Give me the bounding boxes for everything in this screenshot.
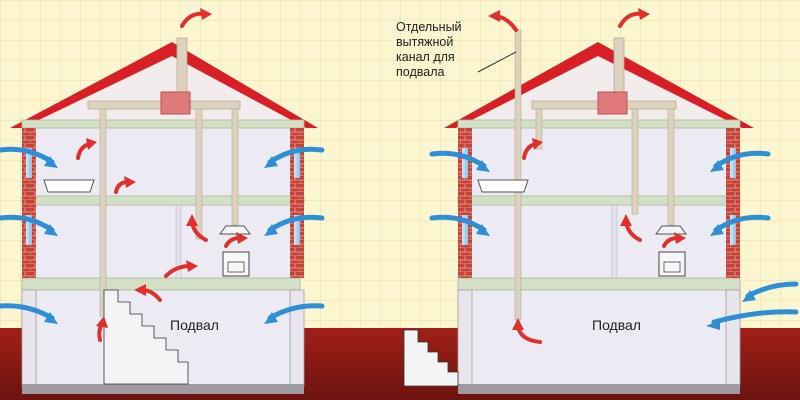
basement-wall-left bbox=[457, 289, 473, 387]
basement-interior bbox=[472, 290, 726, 386]
floor1-interior bbox=[472, 204, 726, 278]
exhaust-arrows bbox=[76, 8, 686, 344]
separate-basement-channel bbox=[514, 29, 522, 321]
basement-label-right: Подвал bbox=[592, 317, 641, 333]
floor-slab-2 bbox=[21, 195, 305, 206]
attic-floor-slab bbox=[21, 119, 305, 129]
window bbox=[462, 148, 468, 178]
duct-basement bbox=[99, 108, 107, 317]
annotation-line: подвала bbox=[396, 65, 445, 79]
duct-hood bbox=[231, 108, 239, 226]
window bbox=[294, 215, 300, 245]
floor-slab-2 bbox=[457, 195, 741, 206]
duct-kitchen bbox=[631, 108, 639, 215]
floor1-interior bbox=[36, 204, 290, 278]
basement-wall-right bbox=[725, 289, 741, 387]
house-left bbox=[10, 37, 318, 394]
window bbox=[294, 148, 300, 178]
floor-slab-1 bbox=[457, 277, 741, 291]
annotation-line: вытяжной bbox=[396, 35, 454, 49]
exhaust-fan-icon bbox=[597, 91, 628, 115]
basement-wall-left bbox=[21, 289, 37, 387]
wall-left bbox=[458, 128, 472, 278]
window bbox=[462, 215, 468, 245]
window bbox=[730, 215, 736, 245]
fresh-air-arrows bbox=[0, 146, 799, 330]
duct-hood bbox=[667, 108, 675, 226]
wall-right bbox=[726, 128, 740, 278]
duct-kitchen bbox=[195, 108, 203, 240]
foundation bbox=[22, 384, 304, 394]
floor-slab-1 bbox=[21, 277, 301, 291]
exhaust-fan-icon bbox=[160, 91, 191, 115]
kitchen-hood-icon bbox=[219, 225, 251, 235]
window bbox=[26, 215, 32, 245]
stairs-icon bbox=[103, 289, 189, 385]
wall-left bbox=[22, 128, 36, 278]
bathtub-icon bbox=[43, 179, 95, 193]
stairs-icon bbox=[403, 329, 459, 387]
exhaust-chimney bbox=[613, 37, 625, 101]
annotation-line: канал для bbox=[396, 50, 455, 64]
foundation bbox=[458, 384, 740, 394]
exhaust-chimney bbox=[176, 37, 188, 101]
roof bbox=[10, 42, 318, 128]
annotation-line: Отдельный bbox=[396, 20, 462, 34]
kitchen-hood-icon bbox=[655, 225, 687, 235]
house-right bbox=[403, 29, 754, 394]
fresh-air-inflow-arrow-icon bbox=[711, 309, 799, 325]
wall-right bbox=[290, 128, 304, 278]
bathtub-icon bbox=[477, 179, 529, 193]
basement-label-left: Подвал bbox=[170, 317, 219, 333]
window bbox=[26, 148, 32, 178]
attic-floor-slab bbox=[457, 119, 741, 129]
duct-bathroom bbox=[535, 108, 543, 150]
annotation-leader-line bbox=[477, 51, 517, 73]
separate-channel-annotation: Отдельный вытяжной канал для подвала bbox=[396, 20, 462, 80]
window bbox=[730, 148, 736, 178]
